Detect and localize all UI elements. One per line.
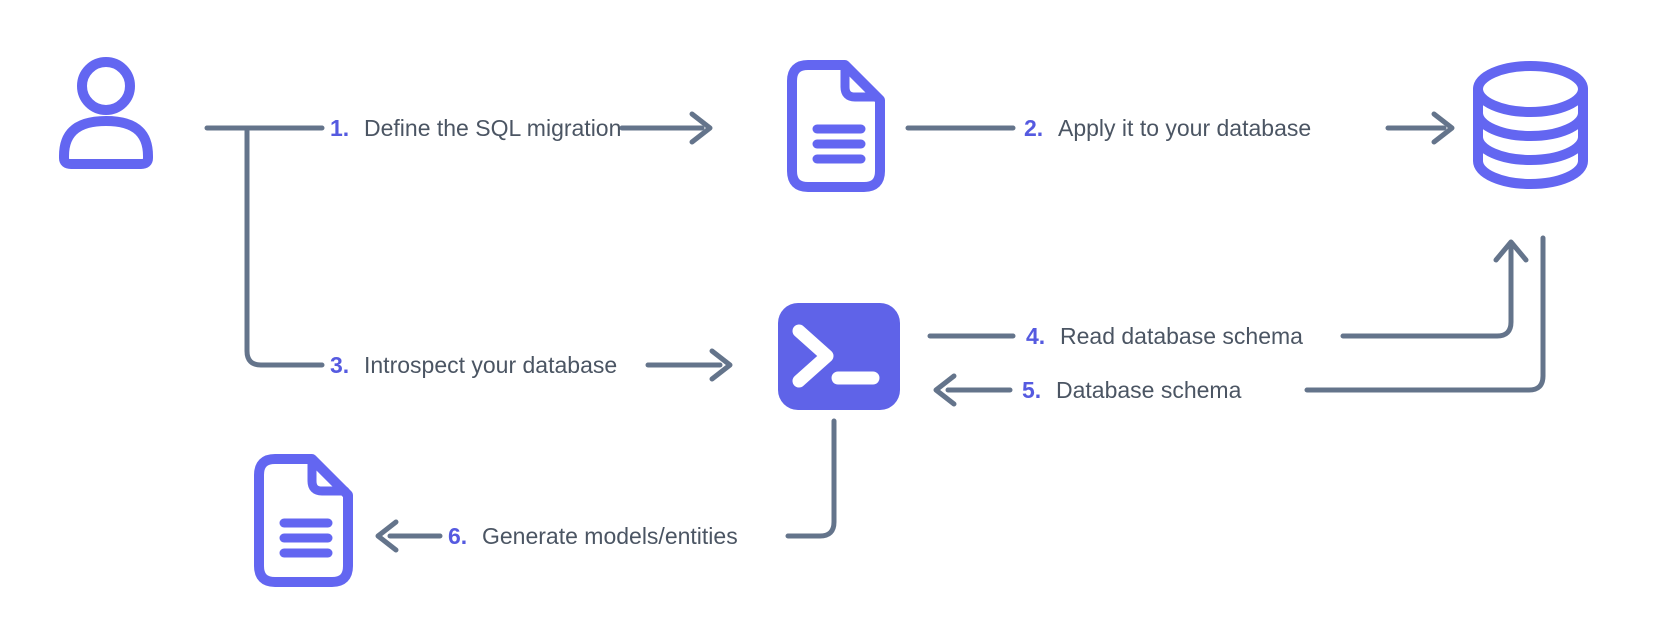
arrow-step1-to-file (619, 111, 713, 145)
step-1: 1. Define the SQL migration (330, 115, 621, 141)
file-text-icon-models (254, 454, 353, 587)
step-1-number: 1. (330, 115, 349, 141)
step-2-number: 2. (1024, 115, 1043, 141)
step-5-number: 5. (1022, 377, 1041, 403)
step-2: 2. Apply it to your database (1024, 115, 1311, 141)
file-text-icon (787, 60, 885, 192)
arrow-step5-to-terminal (933, 373, 1013, 407)
arrow-step4-to-database (1340, 239, 1529, 339)
step-4-number: 4. (1026, 323, 1045, 349)
step-3: 3. Introspect your database (330, 352, 617, 378)
step-5: 5. Database schema (1022, 377, 1242, 403)
step-4-label: Read database schema (1060, 323, 1303, 349)
database-icon (1473, 61, 1588, 189)
arrow-step3-to-terminal (645, 348, 733, 382)
step-6-label: Generate models/entities (482, 523, 738, 549)
step-3-number: 3. (330, 352, 349, 378)
terminal-icon (778, 303, 900, 410)
step-4: 4. Read database schema (1026, 323, 1303, 349)
step-3-label: Introspect your database (364, 352, 617, 378)
step-2-label: Apply it to your database (1058, 115, 1311, 141)
connector-user-branch-to-step3 (244, 128, 325, 368)
arrow-step2-to-database (1385, 111, 1455, 145)
step-5-label: Database schema (1056, 377, 1242, 403)
connector-terminal-to-step6 (785, 418, 837, 539)
step-6-number: 6. (448, 523, 467, 549)
step-1-label: Define the SQL migration (364, 115, 621, 141)
arrow-step6-to-file (375, 519, 443, 553)
connector-database-to-step5 (1304, 235, 1546, 393)
terminal-prompt-chevron (792, 324, 834, 388)
user-icon (59, 57, 153, 169)
step-6: 6. Generate models/entities (448, 523, 738, 549)
